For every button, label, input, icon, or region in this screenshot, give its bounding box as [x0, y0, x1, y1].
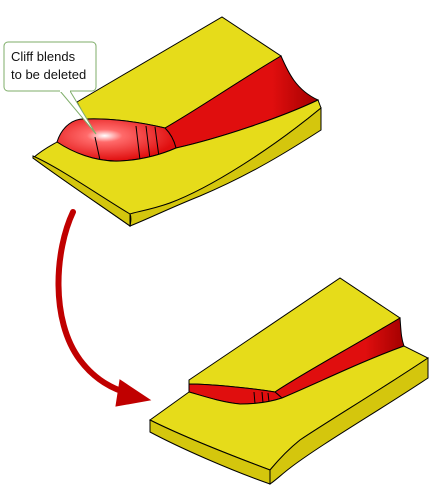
- blend-edge-line-4: [154, 126, 160, 158]
- after-blend-line-2: [261, 391, 264, 404]
- model-after: [149, 277, 429, 485]
- after-blend-line-3: [267, 392, 270, 403]
- model-before: [32, 16, 322, 227]
- after-blend-line-1: [253, 391, 256, 405]
- callout-line-2: to be deleted: [11, 67, 86, 82]
- right-side-face: [129, 106, 322, 227]
- after-right-side-face: [269, 357, 429, 485]
- blend-edge-line-3: [145, 125, 151, 160]
- callout-line-1: Cliff blends: [11, 49, 76, 64]
- callout: Cliff blends to be deleted: [3, 41, 97, 135]
- arrow-head: [115, 379, 152, 407]
- blend-edge-line-2: [135, 125, 141, 161]
- transition-arrow: [55, 209, 152, 407]
- arrow-shaft: [55, 209, 127, 395]
- blend-edge-line-1: [94, 136, 101, 161]
- callout-box: [3, 41, 97, 92]
